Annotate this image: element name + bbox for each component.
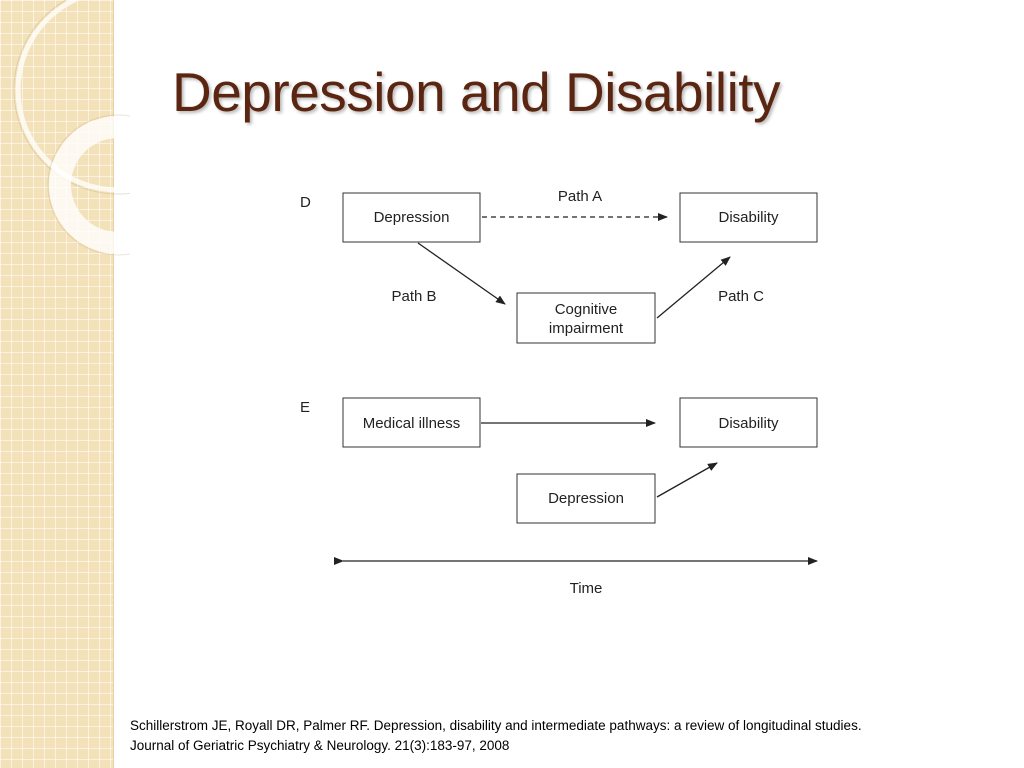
citation-line-1: Schillerstrom JE, Royall DR, Palmer RF. … (130, 718, 862, 733)
node-d-depression: Depression (342, 192, 481, 243)
edge-path-b (417, 242, 506, 305)
node-e-depression: Depression (516, 473, 656, 524)
node-e-medical-illness: Medical illness (342, 397, 481, 448)
panel-e-label: E (300, 399, 310, 416)
node-e-disability: Disability (679, 397, 818, 448)
edge-depression-to-disability (656, 462, 718, 498)
sidebar-ring-decoration (13, 0, 130, 256)
node-e-depression-label: Depression (548, 490, 624, 507)
decorative-sidebar (0, 0, 130, 768)
node-d-cognitive-label-line2: impairment (549, 320, 624, 337)
citation-line-2: Journal of Geriatric Psychiatry & Neurol… (130, 738, 510, 753)
edge-path-a-label: Path A (558, 188, 602, 205)
node-d-disability-label: Disability (718, 209, 779, 226)
panel-d-label: D (300, 194, 311, 211)
node-e-medical-illness-label: Medical illness (363, 415, 461, 432)
edge-path-c (656, 256, 731, 319)
node-d-cognitive-impairment: Cognitive impairment (516, 292, 656, 344)
node-d-depression-label: Depression (374, 209, 450, 226)
node-e-disability-label: Disability (718, 415, 779, 432)
time-axis-label: Time (570, 580, 603, 597)
slide-title: Depression and Disability (172, 61, 781, 123)
citation: Schillerstrom JE, Royall DR, Palmer RF. … (130, 716, 1024, 756)
node-d-disability: Disability (679, 192, 818, 243)
edge-path-b-label: Path B (391, 288, 436, 305)
node-d-cognitive-label-line1: Cognitive (555, 301, 618, 318)
edge-path-c-label: Path C (718, 288, 764, 305)
